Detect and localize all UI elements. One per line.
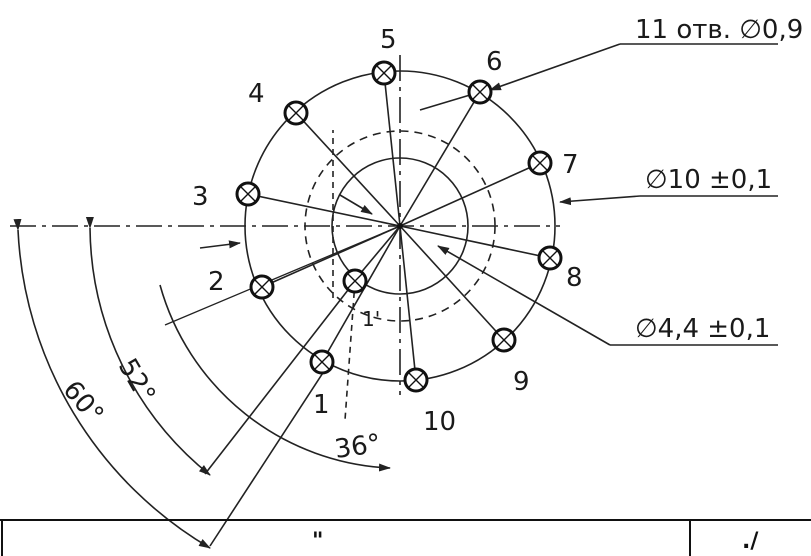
angle-60-arc [13,218,211,549]
angle-52-arc [85,216,211,476]
radial-lines [247,72,551,381]
hole-label-1: 1 [313,390,330,420]
center-point [397,223,403,229]
hole-label-9: 9 [513,367,530,397]
holes-leader [489,43,621,91]
hole-label-10: 10 [423,407,456,437]
inner-diameter-leader [437,245,611,346]
hole-9 [491,327,517,353]
outer-diameter-callout: ∅10 ±0,1 [645,165,772,195]
hole-6 [467,79,493,105]
hole-4 [283,100,309,126]
hole-label-6: 6 [486,47,503,77]
footer-right-mark: ./ [742,529,759,554]
hole-label-8: 8 [566,263,583,293]
hole-5 [371,60,397,86]
hole-8 [537,245,563,271]
hole-7 [527,150,553,176]
hole-3 [235,181,261,207]
angle-label-60: 60° [57,375,110,430]
footer-table [0,519,811,556]
angle-label-52: 52° [112,354,161,409]
hole-label-2: 2 [208,267,225,297]
angle-36-arc [159,284,391,472]
hole-10 [403,367,429,393]
hole-label-5: 5 [380,25,397,55]
holes [235,60,563,393]
hole-label-7: 7 [562,150,579,180]
outer-diameter-leader [559,195,641,206]
hole-2 [249,274,275,300]
angle-label-36: 36° [333,429,383,465]
inner-diameter-callout: ∅4,4 ±0,1 [635,314,770,344]
footer-center-mark: " [312,529,323,554]
hole-1 [309,349,335,375]
hole-label-4: 4 [248,79,265,109]
hole-label-3: 3 [192,182,209,212]
hole-1prime [342,268,368,294]
holes-callout: 11 отв. ∅0,9 [635,15,803,45]
hole-label-1prime: 1' [362,307,380,331]
